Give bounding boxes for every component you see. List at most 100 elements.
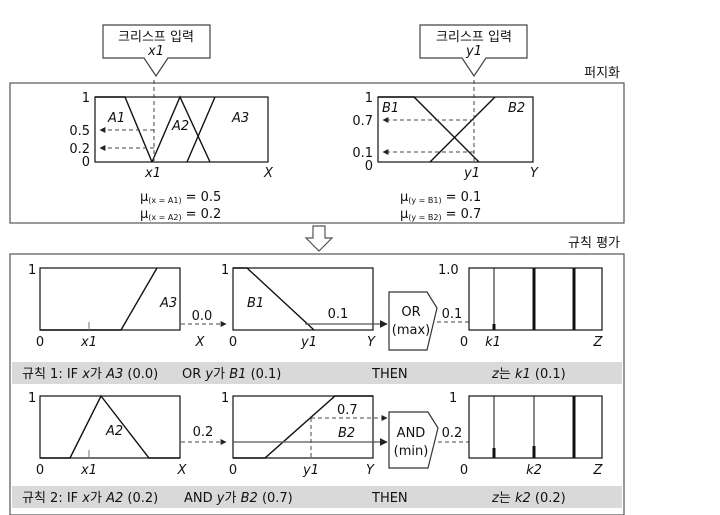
- set-b1-curve: [233, 267, 315, 331]
- set-a3-curve: [186, 96, 216, 163]
- plot-x-axis: X: [263, 166, 274, 181]
- set-a3-label: A3: [231, 111, 249, 126]
- axis: Y: [366, 463, 375, 478]
- ytop: 1: [221, 263, 229, 278]
- op-name: AND: [397, 426, 426, 441]
- axis: Y: [367, 335, 376, 350]
- axis: X: [195, 335, 206, 350]
- ytop: 1.0: [438, 263, 459, 278]
- zero: 0: [36, 335, 44, 350]
- set-b1-label: B1: [382, 101, 399, 116]
- rule1-antecedent-b: 1 B1 0 y1 Y: [221, 263, 376, 350]
- crisp-input-x-label: 크리스프 입력: [118, 30, 194, 45]
- flow-down-arrow-icon: [304, 225, 334, 252]
- rule2-text: 규칙 2: IF x가 A2 (0.2) AND y가 B2 (0.7) THE…: [22, 491, 566, 506]
- xlabel: y1: [302, 463, 319, 478]
- set-label: B1: [247, 296, 264, 311]
- xlabel: y1: [300, 335, 317, 350]
- xlabel: x1: [80, 335, 97, 350]
- zero: 0: [229, 335, 237, 350]
- zero: 0: [460, 335, 468, 350]
- tick-1: 1: [365, 91, 373, 106]
- tick-0: 0: [365, 159, 373, 174]
- fuzzification-title: 퍼지화: [584, 66, 620, 81]
- set-a1-label: A1: [107, 111, 125, 126]
- rule2-if: 규칙 2: IF x가 A2 (0.2): [22, 491, 158, 506]
- rule2-a-value: 0.2: [193, 425, 214, 440]
- set-b2-curve: [233, 395, 373, 459]
- fuzzify-plot-y: 1 0.7 0.1 0 B1 B2 y1 Y: [352, 80, 539, 181]
- op-name: OR: [401, 305, 420, 320]
- rule1-op-value: 0.1: [442, 307, 463, 322]
- plot-x-xlabel: x1: [144, 166, 161, 181]
- rule1-b-value: 0.1: [328, 307, 349, 322]
- set-b2-curve: [429, 96, 496, 163]
- crisp-input-y-callout: 크리스프 입력 y1: [419, 24, 528, 78]
- rule2-and: AND y가 B2 (0.7): [184, 491, 293, 506]
- set-a2-curve: [40, 394, 180, 459]
- rule2-bar: [12, 486, 622, 508]
- rule1-conclusion: z는 k1 (0.1): [491, 367, 566, 382]
- tick-0-1: 0.1: [352, 146, 373, 161]
- rule1-a-value: 0.0: [192, 309, 213, 324]
- mu-y-b2: μ(y = B2)= 0.7: [400, 207, 481, 222]
- set-label: A2: [105, 424, 123, 439]
- set-a1-curve: [95, 96, 153, 163]
- ytop: 1: [221, 391, 229, 406]
- tick-0-7: 0.7: [352, 114, 373, 129]
- xlabel: x1: [80, 463, 97, 478]
- axis: Z: [593, 335, 604, 350]
- mu-x-values: μ(x = A1)= 0.5 μ(x = A2)= 0.2: [140, 190, 221, 222]
- rule2-op-value: 0.2: [442, 426, 463, 441]
- set-a2-label: A2: [171, 119, 189, 134]
- set-a3-curve: [40, 267, 158, 331]
- zero: 0: [229, 463, 237, 478]
- rule1-antecedent-a: 1 A3 0 x1 X: [28, 263, 206, 350]
- mark-0-7: 0.7: [337, 403, 358, 418]
- plot-y-frame: [377, 96, 534, 163]
- rule1-operator-or-max: OR (max): [388, 291, 438, 351]
- crisp-input-x-callout: 크리스프 입력 x1: [102, 24, 211, 78]
- zero: 0: [36, 463, 44, 478]
- rule1-if: 규칙 1: IF x가 A3 (0.0): [22, 367, 158, 382]
- op-kind: (max): [392, 323, 430, 338]
- set-b1-curve: [378, 96, 480, 163]
- mu-y-b1: μ(y = B1)= 0.1: [400, 190, 481, 205]
- klabel: k1: [485, 335, 501, 350]
- ytop: 1: [28, 391, 36, 406]
- crisp-input-x-var: x1: [147, 44, 164, 59]
- plot-y-axis: Y: [530, 166, 539, 181]
- set-label: A3: [159, 296, 177, 311]
- mu-x-a2: μ(x = A2)= 0.2: [140, 207, 221, 222]
- rule2-antecedent-a: 1 A2 0 x1 X: [28, 391, 188, 478]
- set-a2-curve: [151, 95, 211, 163]
- crisp-input-y-var: y1: [465, 44, 482, 59]
- op-kind: (min): [394, 444, 429, 459]
- set-label: B2: [338, 426, 355, 441]
- rule1-consequent-z: 1.0 0 k1 Z: [438, 263, 604, 350]
- rule2-conclusion: z는 k2 (0.2): [491, 491, 566, 506]
- tick-1: 1: [82, 91, 90, 106]
- ytop: 1: [28, 263, 36, 278]
- tick-0-5: 0.5: [69, 124, 90, 139]
- fuzzify-plot-x: 1 0.5 0.2 0 A1 A2 A3 x1 X: [69, 80, 274, 181]
- tick-0: 0: [82, 155, 90, 170]
- plot-y-xlabel: y1: [463, 166, 480, 181]
- axis: Z: [593, 463, 604, 478]
- rule1-text: 규칙 1: IF x가 A3 (0.0) OR y가 B1 (0.1) THEN…: [22, 367, 566, 382]
- set-b2-label: B2: [508, 101, 525, 116]
- rule2-consequent-z: 1 0 k2 Z: [449, 391, 604, 478]
- mu-x-a1: μ(x = A1)= 0.5: [140, 190, 221, 205]
- axis: X: [177, 463, 188, 478]
- rule1-then: THEN: [371, 367, 408, 382]
- crisp-input-y-label: 크리스프 입력: [436, 30, 512, 45]
- mu-y-values: μ(y = B1)= 0.1 μ(y = B2)= 0.7: [400, 190, 481, 222]
- ytop: 1: [449, 391, 457, 406]
- rule1-bar: [12, 362, 622, 384]
- klabel: k2: [526, 463, 542, 478]
- evaluation-title: 규칙 평가: [568, 236, 620, 251]
- tick-0-2: 0.2: [69, 142, 90, 157]
- zero: 0: [460, 463, 468, 478]
- rule1-or: OR y가 B1 (0.1): [182, 367, 281, 382]
